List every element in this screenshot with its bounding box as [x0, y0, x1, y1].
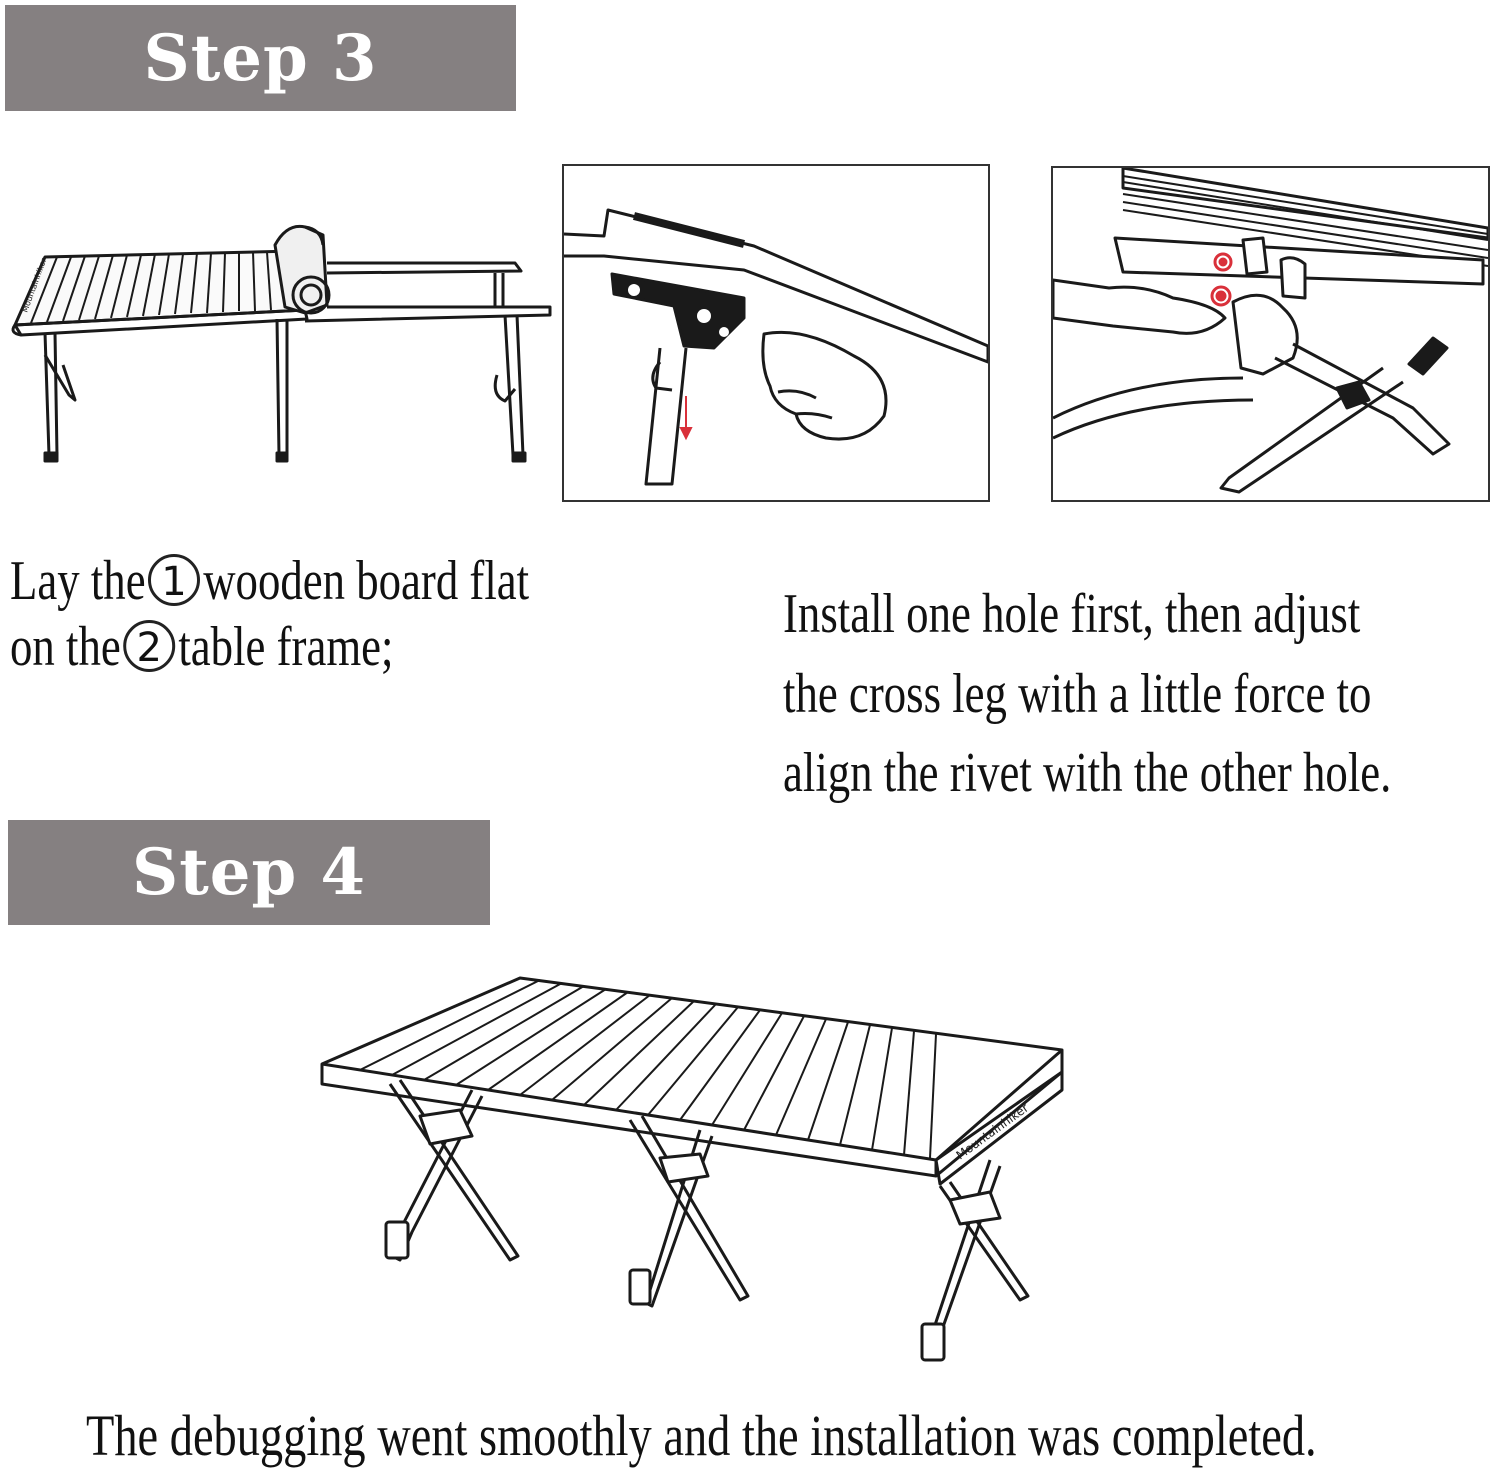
rivet-alignment-drawing — [1053, 168, 1488, 494]
step-4-caption: The debugging went smoothly and the inst… — [86, 1403, 1317, 1468]
rolled-board-on-frame-drawing: Mountainhiker — [11, 224, 552, 463]
caption-text: table frame; — [178, 616, 394, 679]
part-marker-1: 1 — [148, 554, 201, 606]
caption-text: on the — [10, 616, 121, 679]
caption-right-line-3: align the rivet with the other hole. — [783, 742, 1392, 805]
caption-right-line-1: Install one hole first, then adjust — [783, 583, 1361, 645]
assembled-table-drawing: Mountainhiker — [320, 976, 1064, 1362]
down-arrow-icon — [679, 396, 693, 441]
leg-latch-detail-illustration — [562, 164, 990, 502]
step-3-caption-right: Install one hole first, then adjust the … — [783, 575, 1455, 814]
step-4-title: Step 4 — [131, 835, 367, 910]
part-marker-2: 2 — [123, 620, 176, 673]
caption-text: Lay the — [10, 550, 146, 612]
rivet-alignment-illustration — [1051, 166, 1490, 502]
step-3-title: Step 3 — [143, 20, 378, 96]
caption-right-line-2: the cross leg with a little force to — [783, 662, 1372, 725]
rivet-highlight-icon — [1210, 252, 1233, 307]
finished-table-illustration: Mountainhiker — [300, 960, 1080, 1370]
step-4-banner: Step 4 — [8, 820, 490, 925]
leg-latch-drawing — [564, 208, 988, 486]
step-3-banner: Step 3 — [5, 5, 516, 111]
table-frame-illustration: Mountainhiker — [5, 215, 555, 470]
caption-text: wooden board flat — [203, 550, 530, 612]
